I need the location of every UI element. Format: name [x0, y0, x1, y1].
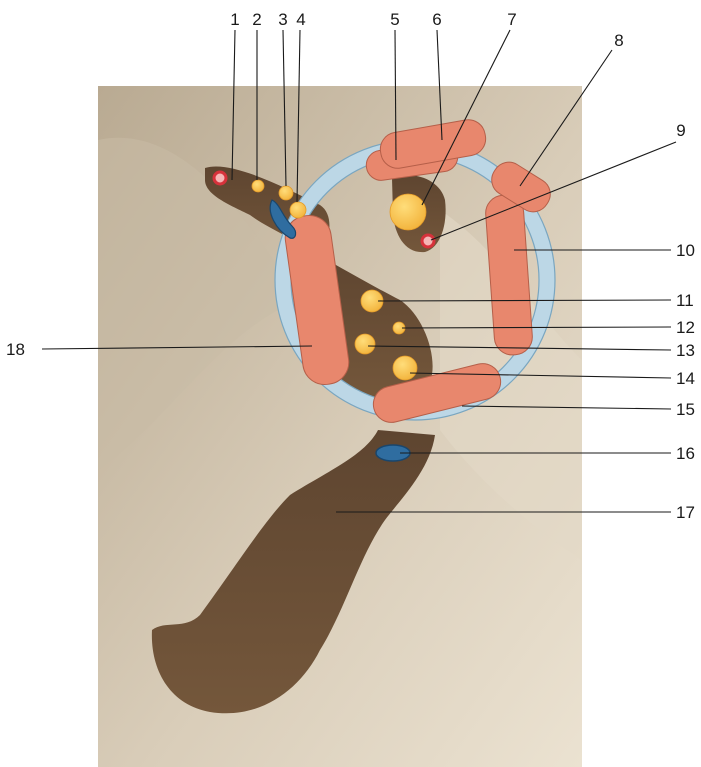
label-18: 18 [6, 340, 25, 359]
artery [214, 172, 226, 184]
label-11: 11 [676, 291, 694, 310]
artery-9 [422, 235, 434, 247]
label-3: 3 [278, 10, 287, 29]
nerve-14 [393, 356, 417, 380]
label-15: 15 [676, 400, 695, 419]
nerve-13 [355, 334, 375, 354]
label-8: 8 [614, 31, 623, 50]
label-13: 13 [676, 341, 695, 360]
nerve-3 [279, 186, 293, 200]
label-6: 6 [432, 10, 441, 29]
label-2: 2 [252, 10, 261, 29]
label-10: 10 [676, 241, 695, 260]
nerve-4 [290, 202, 306, 218]
label-5: 5 [390, 10, 399, 29]
nerve-2 [252, 180, 264, 192]
label-4: 4 [296, 10, 305, 29]
label-7: 7 [507, 10, 516, 29]
label-16: 16 [676, 444, 695, 463]
label-17: 17 [676, 503, 695, 522]
label-12: 12 [676, 318, 695, 337]
label-9: 9 [676, 121, 685, 140]
label-14: 14 [676, 369, 695, 388]
nerve-7 [390, 194, 426, 230]
label-1: 1 [230, 10, 239, 29]
